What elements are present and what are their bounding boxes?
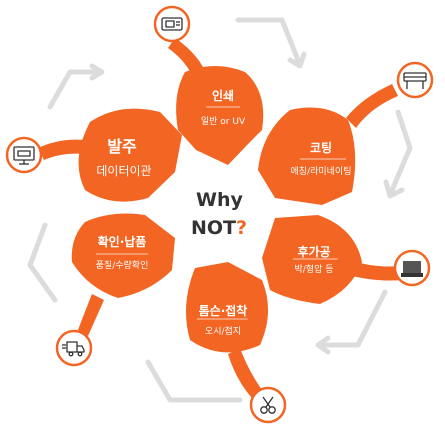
arrow-top <box>235 17 307 69</box>
order-subtitle: 데이터이관 <box>96 164 151 178</box>
arrow-top-left <box>47 63 105 110</box>
panel-order <box>78 108 182 202</box>
center-question: ? <box>236 217 247 239</box>
panel-cutting <box>186 262 269 353</box>
post-subtitle: 박/형압 등 <box>294 263 333 275</box>
svg-text:NOT?: NOT? <box>191 217 247 239</box>
confirm-subtitle: 품질/수량확인 <box>96 259 149 271</box>
panel-coating <box>258 107 356 205</box>
center-line1: Why <box>196 189 243 211</box>
panel-confirm <box>71 213 175 298</box>
panels <box>71 66 362 353</box>
print-subtitle: 일반 or UV <box>201 116 246 127</box>
panel-dividers <box>96 106 346 320</box>
cutting-title: 톰슨·접착 <box>199 303 248 318</box>
scissors-icon <box>249 386 287 424</box>
panel-print <box>176 66 264 165</box>
monitor-icon <box>5 136 43 174</box>
arrow-bottom <box>145 359 243 403</box>
coating-title: 코팅 <box>310 140 332 155</box>
center-label: Why NOT? <box>191 189 247 239</box>
delivery-truck-icon <box>55 329 93 367</box>
center-line2: NOT <box>191 217 236 239</box>
confirm-title: 확인·납품 <box>98 234 147 249</box>
panel-post <box>262 215 362 304</box>
print-title: 인쇄 <box>212 88 234 103</box>
coating-subtitle: 에칭/라미네이팅 <box>291 166 352 177</box>
laminator-icon <box>396 61 434 99</box>
order-title: 발주 <box>107 137 137 156</box>
post-title: 후가공 <box>297 244 330 259</box>
printer-icon <box>153 5 191 43</box>
arrow-bottom-right <box>315 289 388 355</box>
press-machine-icon <box>393 249 431 287</box>
arrow-right <box>383 109 413 199</box>
cutting-subtitle: 오시/접지 <box>205 325 241 337</box>
arrow-left <box>27 222 58 303</box>
